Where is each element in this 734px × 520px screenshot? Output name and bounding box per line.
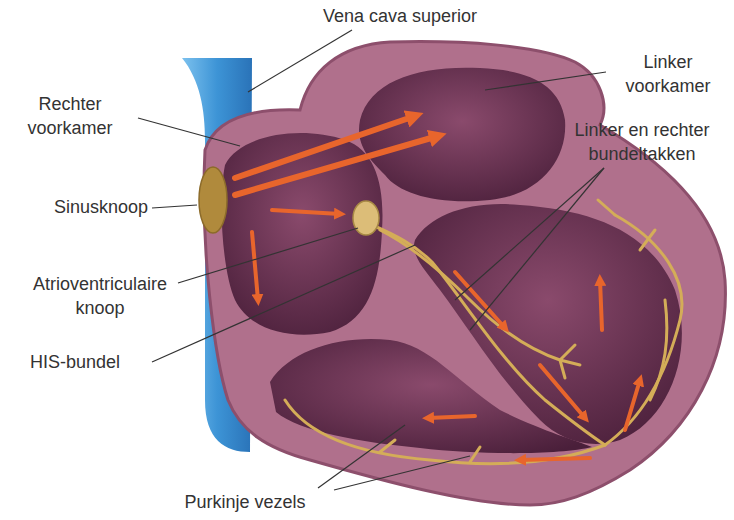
conduction-fibres (285, 200, 682, 464)
left-atrium (359, 68, 565, 202)
part-label: Vena cava superior (290, 4, 510, 28)
part-label: Linker voorkamer (606, 50, 730, 98)
av-node (353, 201, 379, 235)
sinus-node (199, 167, 227, 233)
part-label: Sinusknoop (8, 195, 148, 219)
part-label: HIS-bundel (30, 350, 150, 374)
right-atrium (222, 133, 383, 335)
part-label: Purkinje vezels (170, 490, 320, 514)
heart-wall (204, 42, 725, 505)
part-label: Rechter voorkamer (10, 92, 130, 140)
impulse-arrows (235, 116, 640, 460)
leader-lines (138, 30, 606, 490)
part-label: Linker en rechter bundeltakken (556, 118, 728, 166)
part-label: Atrioventriculaire knoop (14, 272, 186, 320)
